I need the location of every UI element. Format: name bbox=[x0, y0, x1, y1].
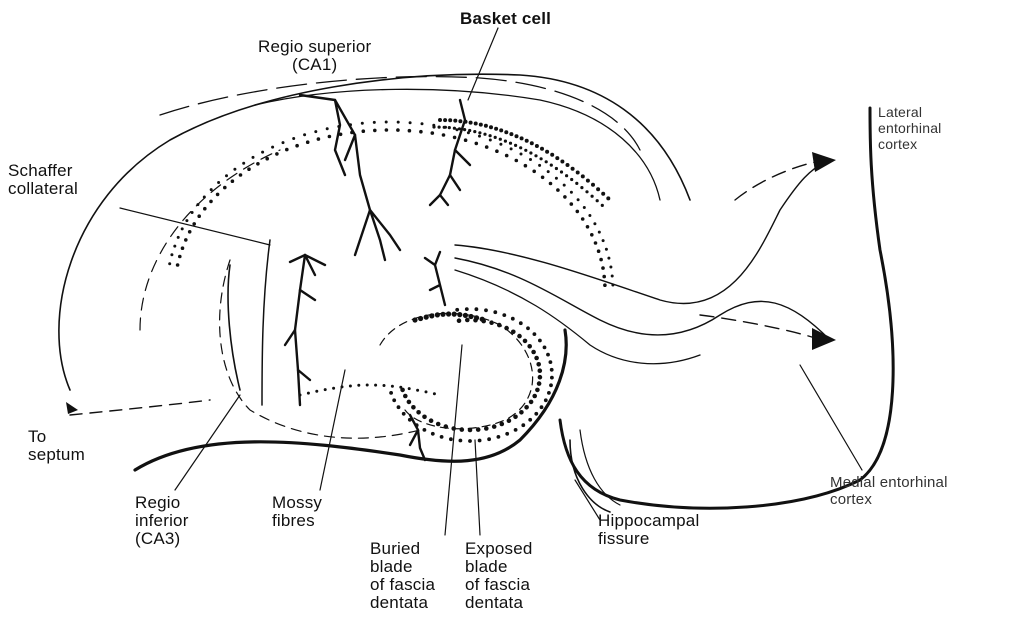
lateral-arrow-dash bbox=[735, 162, 815, 200]
label-hippocampal-fissure: Hippocampal fissure bbox=[598, 512, 699, 548]
ca3-inner-dashed bbox=[220, 260, 420, 438]
lateral-perforant-path bbox=[455, 162, 825, 304]
ca1-pyramidal-cell bbox=[300, 95, 400, 260]
label-regio-inferior: Regio inferior (CA3) bbox=[135, 494, 189, 548]
leader-schaffer bbox=[120, 208, 270, 245]
cell-layer-dots bbox=[168, 118, 614, 443]
granule-cell bbox=[425, 252, 445, 305]
label-exposed-blade: Exposed blade of fascia dentata bbox=[465, 540, 533, 612]
basket-cell bbox=[430, 100, 470, 205]
label-schaffer-collateral: Schaffer collateral bbox=[8, 162, 78, 198]
septum-arrowhead bbox=[66, 402, 78, 414]
hilus-line bbox=[262, 240, 270, 405]
medial-arrow-dash bbox=[700, 315, 815, 338]
leader-exposed-blade bbox=[475, 440, 480, 535]
leader-hippocampal-fissure bbox=[575, 480, 600, 520]
fimbria-line bbox=[140, 150, 280, 330]
ca3-outer-line bbox=[228, 265, 240, 390]
leader-basket-cell bbox=[468, 28, 498, 100]
label-regio-superior: Regio superior (CA1) bbox=[258, 38, 371, 74]
bottom-border-right bbox=[560, 108, 893, 508]
label-buried-blade: Buried blade of fascia dentata bbox=[370, 540, 435, 612]
lateral-arrowhead bbox=[812, 152, 836, 172]
label-basket-cell: Basket cell bbox=[460, 10, 551, 28]
bottom-border bbox=[135, 330, 566, 470]
label-lateral-entorhinal: Lateral entorhinal cortex bbox=[878, 104, 942, 152]
perforant-path-3 bbox=[455, 270, 700, 364]
medial-arrowhead bbox=[812, 328, 836, 350]
dentate-cell-bottom bbox=[410, 415, 425, 460]
label-medial-entorhinal: Medial entorhinal cortex bbox=[830, 474, 948, 508]
leader-medial-entorhinal bbox=[800, 365, 862, 470]
hippocampal-fissure bbox=[570, 440, 610, 512]
septum-path bbox=[70, 400, 210, 415]
label-mossy-fibres: Mossy fibres bbox=[272, 494, 322, 530]
label-to-septum: To septum bbox=[28, 428, 85, 464]
ca3-pyramidal-cell bbox=[285, 255, 325, 405]
